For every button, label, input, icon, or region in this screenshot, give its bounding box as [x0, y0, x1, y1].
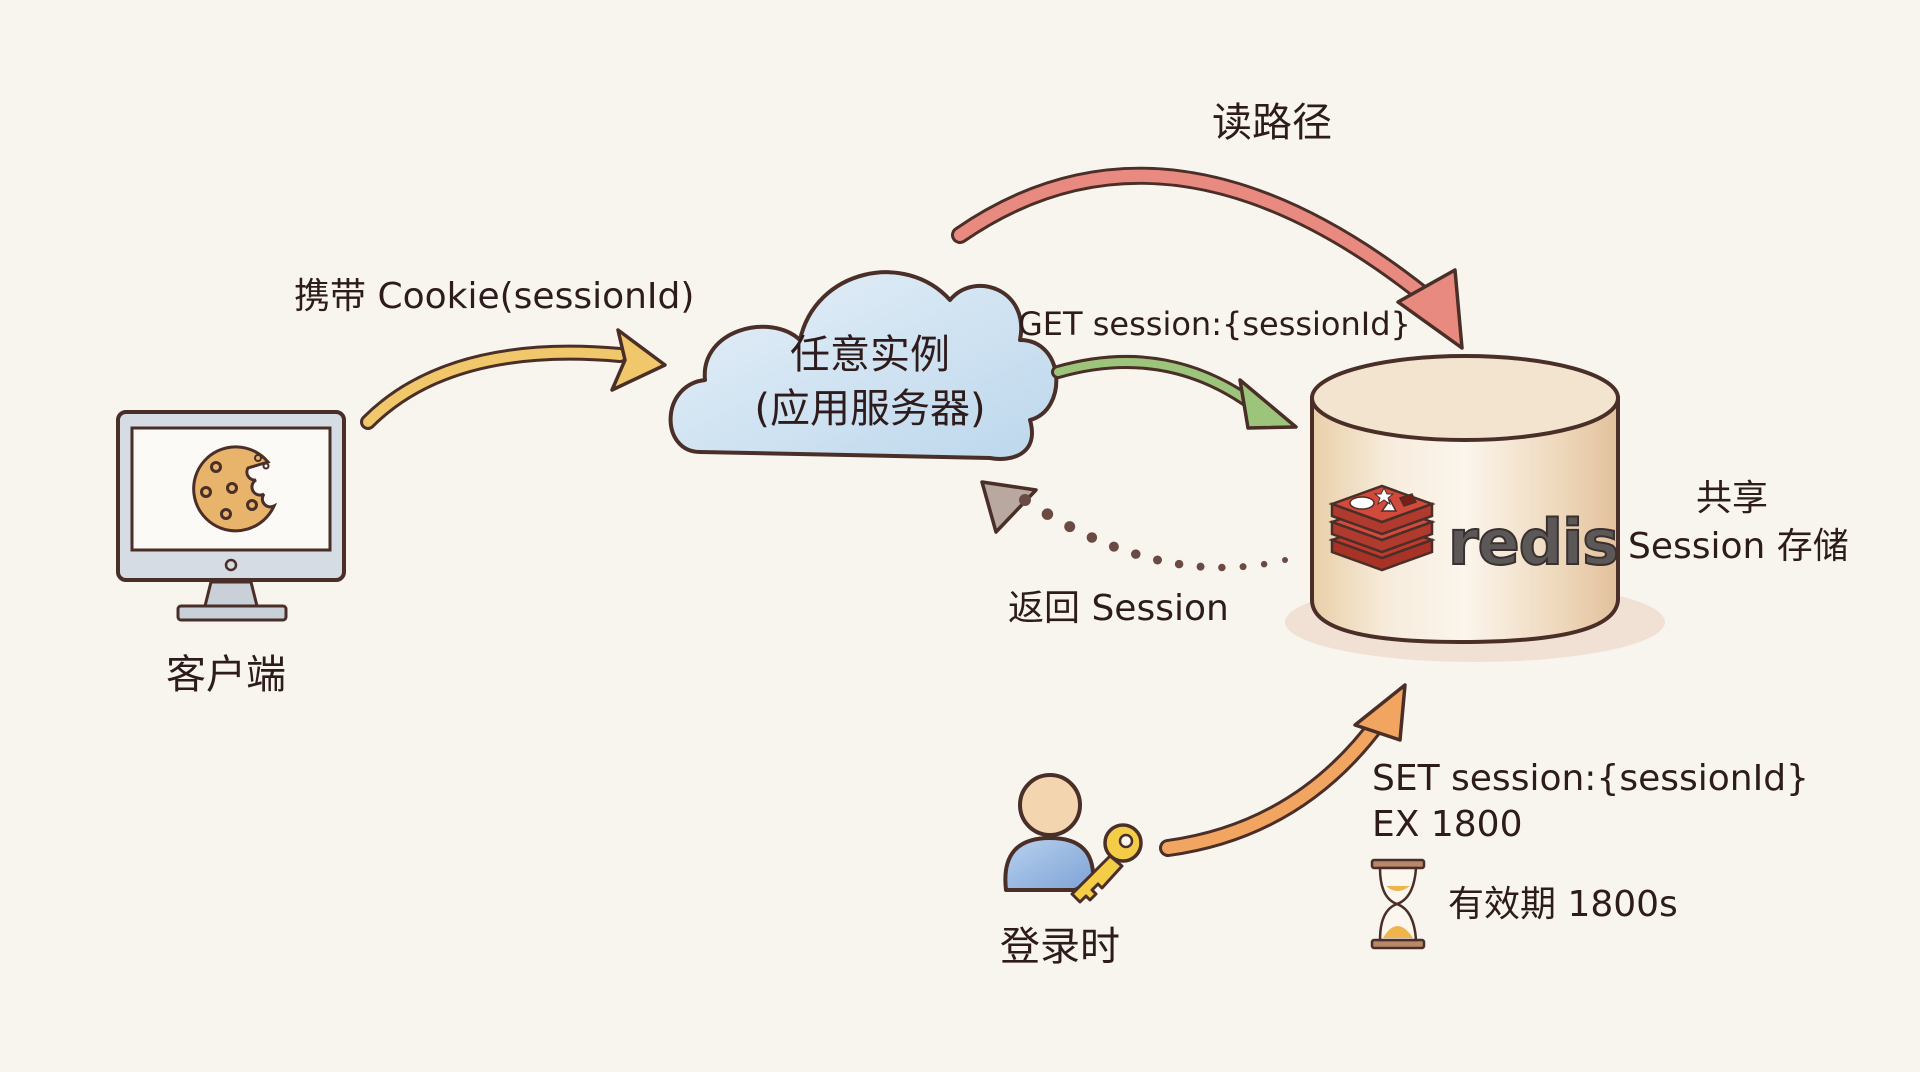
label-read-path: 读路径 — [1212, 100, 1332, 146]
login-user-icon — [1003, 773, 1096, 892]
arrow-login-set — [1159, 683, 1407, 857]
app-server-line1: 任意实例 — [790, 332, 950, 378]
return-arrow-dot — [1174, 559, 1184, 569]
return-arrow-dot — [1218, 563, 1226, 572]
app-server-label: 任意实例 (应用服务器) — [700, 328, 1040, 436]
label-shared: 共享 — [1696, 478, 1769, 519]
return-arrow-dot — [1196, 562, 1205, 571]
return-arrow-dot — [1239, 563, 1247, 571]
label-get-session: GET session:{sessionId} — [1018, 305, 1411, 343]
label-set-command: SET session:{sessionId} — [1372, 758, 1809, 799]
return-arrow-dot — [1153, 555, 1162, 565]
return-arrow-dot — [1282, 557, 1288, 563]
return-arrow-dot — [1019, 494, 1031, 506]
app-server-cloud-icon — [668, 270, 1059, 461]
app-server-line2: (应用服务器) — [754, 386, 986, 432]
redis-logo-icon — [1328, 484, 1436, 572]
label-session-store: Session 存储 — [1628, 526, 1849, 567]
return-arrow-dot — [1260, 560, 1268, 568]
arrow-return-session — [980, 480, 1288, 572]
arrow-client-to-server — [360, 328, 667, 430]
key-icon — [1070, 823, 1143, 904]
client-monitor-icon — [116, 410, 346, 622]
arrow-read-path — [951, 166, 1464, 350]
label-login: 登录时 — [1000, 924, 1120, 970]
label-carry-cookie: 携带 Cookie(sessionId) — [294, 276, 695, 317]
arrow-get-session — [1051, 355, 1298, 430]
cookie-icon — [192, 445, 278, 533]
return-arrow-dot — [1041, 508, 1054, 520]
return-arrow-dot — [1108, 541, 1119, 552]
label-set-expiry: EX 1800 — [1372, 804, 1523, 845]
label-ttl: 有效期 1800s — [1448, 884, 1678, 925]
return-arrow-dot — [1064, 521, 1076, 533]
hourglass-icon — [1370, 858, 1426, 950]
redis-logo-text: redis — [1447, 505, 1620, 580]
return-arrow-dot — [1131, 549, 1141, 559]
redis-database-icon — [1285, 354, 1665, 662]
label-client: 客户端 — [166, 652, 286, 698]
return-arrow-dot — [1086, 532, 1098, 543]
label-return-session: 返回 Session — [1008, 588, 1229, 629]
